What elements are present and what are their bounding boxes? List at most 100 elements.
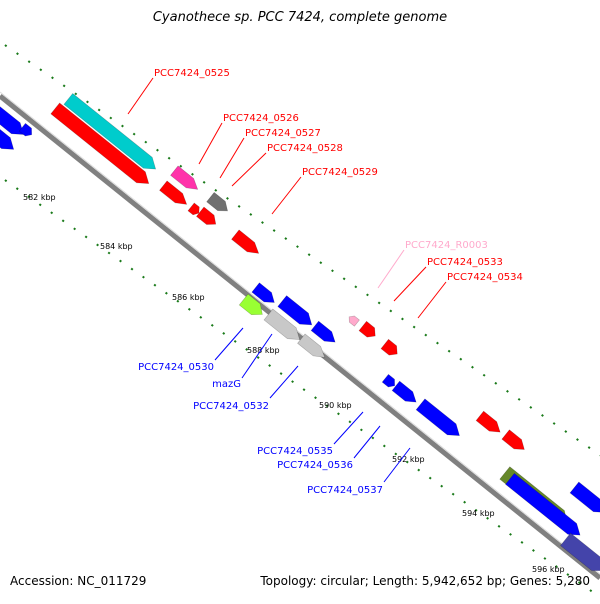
tick-dot <box>153 283 157 287</box>
tick-dot <box>261 221 264 224</box>
tick-dot <box>51 76 54 80</box>
tick-dot <box>86 100 89 104</box>
gene-arrow-shape <box>297 333 326 358</box>
tick-dot <box>451 492 455 496</box>
tick-dot <box>307 253 311 257</box>
tick-dot <box>84 235 88 239</box>
map-title: Cyanothece sp. PCC 7424, complete genome <box>152 10 448 25</box>
tick-dot <box>554 565 558 568</box>
gene-label[interactable]: PCC7424_0530 <box>138 362 214 373</box>
tick-dot <box>256 356 260 359</box>
gene-label[interactable]: PCC7424_0528 <box>267 143 343 154</box>
gene-callout[interactable]: PCC7424_0527 <box>219 128 321 179</box>
callout-leader-line <box>383 447 411 483</box>
gene-callout[interactable]: PCC7424_0525 <box>127 68 230 115</box>
gene-callout[interactable]: PCC7424_0530 <box>138 327 244 373</box>
tick-dot <box>121 124 124 128</box>
gene-arrow-0537 <box>415 398 460 436</box>
accession-text: Accession: NC_011729 <box>10 574 147 588</box>
tick-dot <box>359 428 363 432</box>
tick-dot <box>199 315 203 319</box>
gene-arrow-left-blue-c <box>18 122 32 137</box>
callout-leader-line <box>127 77 154 115</box>
gene-label[interactable]: PCC7424_0532 <box>193 401 269 412</box>
gene-arrow-0534a <box>380 338 398 356</box>
kbp-label: 592 kbp <box>392 455 425 464</box>
gene-label[interactable]: PCC7424_0534 <box>447 272 523 283</box>
gene-arrow-0525-cyan <box>63 93 157 170</box>
gene-arrow-shape <box>501 429 525 450</box>
gene-arrow-0531 <box>277 295 313 326</box>
gene-label[interactable]: mazG <box>212 379 241 390</box>
tick-dot <box>440 484 444 488</box>
tick-dot <box>428 476 432 480</box>
tick-dot <box>142 275 145 279</box>
gene-callout[interactable]: PCC7424_0536 <box>277 425 381 471</box>
tick-dot <box>509 532 512 536</box>
gene-label[interactable]: PCC7424_0526 <box>223 113 299 124</box>
tick-dot <box>249 213 253 216</box>
gene-label[interactable]: PCC7424_R0003 <box>405 240 488 251</box>
tick-dot <box>167 156 171 160</box>
tick-marks <box>4 44 600 593</box>
gene-arrow-0530 <box>251 282 275 303</box>
tick-dot <box>436 341 439 345</box>
gene-label[interactable]: PCC7424_0529 <box>302 167 378 178</box>
gene-arrow-shape <box>475 410 501 433</box>
gene-features <box>0 93 600 571</box>
gene-arrow-shape <box>560 532 600 571</box>
gene-callout[interactable]: PCC7424_0533 <box>393 257 503 302</box>
gene-callout[interactable]: PCC7424_0526 <box>198 113 299 165</box>
tick-dot <box>319 261 323 265</box>
gene-arrow-0528a <box>159 180 188 205</box>
gene-label[interactable]: PCC7424_0535 <box>257 446 333 457</box>
tick-dot <box>27 60 31 64</box>
gene-arrow-shape <box>251 282 275 303</box>
gene-callout[interactable]: PCC7424_R0003 <box>377 240 488 289</box>
gene-label[interactable]: PCC7424_0527 <box>245 128 321 139</box>
tick-dot <box>39 68 43 72</box>
gene-arrow-shape <box>0 103 24 135</box>
gene-arrow-r0003 <box>348 315 360 327</box>
tick-dot <box>517 397 521 401</box>
tick-dot <box>4 44 8 48</box>
tick-dot <box>532 549 535 552</box>
kbp-label: 590 kbp <box>319 401 352 410</box>
tick-dot <box>486 516 489 520</box>
tick-dot <box>202 180 206 184</box>
tick-dot <box>191 172 194 176</box>
callout-leader-line <box>271 176 302 215</box>
tick-dot <box>348 420 352 424</box>
tick-dot <box>74 92 78 96</box>
callout-leader-line <box>214 327 244 361</box>
gene-callout[interactable]: PCC7424_0537 <box>307 447 411 496</box>
gene-arrow-shape <box>206 192 228 212</box>
gene-arrow-0526 <box>170 165 199 190</box>
gene-callout[interactable]: PCC7424_0528 <box>231 143 343 187</box>
gene-label[interactable]: PCC7424_0536 <box>277 460 353 471</box>
tick-dot <box>447 349 451 353</box>
tick-dot <box>279 372 283 376</box>
gene-callout[interactable]: PCC7424_0535 <box>257 411 364 457</box>
gene-callout[interactable]: mazG <box>212 333 273 390</box>
tick-dot <box>471 365 474 369</box>
tick-dot <box>506 389 509 393</box>
gene-label[interactable]: PCC7424_0525 <box>154 68 230 79</box>
gene-callout[interactable]: PCC7424_0532 <box>193 365 299 412</box>
gene-callout[interactable]: PCC7424_0529 <box>271 167 378 215</box>
gene-arrow-shape <box>358 320 376 338</box>
tick-dot <box>210 323 214 327</box>
gene-callout[interactable]: PCC7424_0534 <box>417 272 523 319</box>
tick-dot <box>226 196 229 200</box>
tick-dot <box>412 325 416 329</box>
gene-arrow-0529 <box>231 229 260 254</box>
gene-label[interactable]: PCC7424_0533 <box>427 257 503 268</box>
tick-dot <box>62 84 66 88</box>
gene-arrow-shape <box>231 229 260 254</box>
callout-leader-line <box>377 249 405 289</box>
gene-arrow-shape <box>50 102 150 184</box>
gene-label[interactable]: PCC7424_0537 <box>307 485 383 496</box>
tick-dot <box>541 414 544 417</box>
